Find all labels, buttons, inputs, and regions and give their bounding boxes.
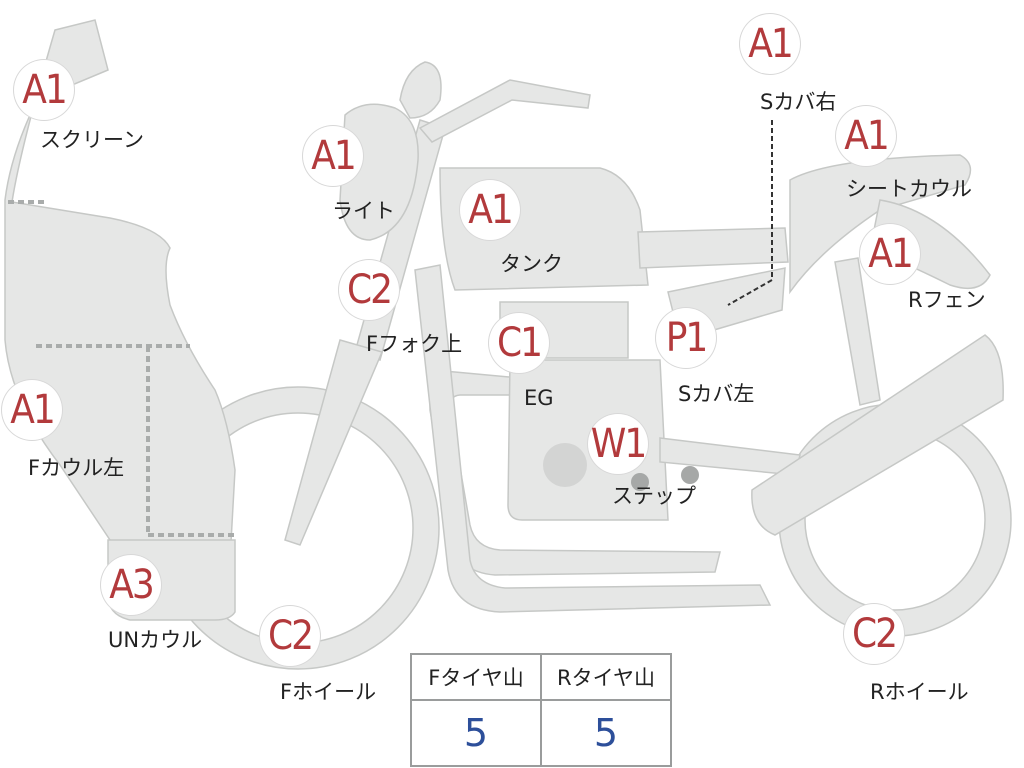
grade-badge: P1	[656, 308, 716, 368]
part-label: Fホイール	[280, 680, 377, 704]
grade-badge: A1	[303, 126, 363, 186]
rear-tire-header: Rタイヤ山	[540, 653, 672, 701]
handlebar	[418, 79, 591, 143]
fork-lower-shape	[284, 339, 384, 546]
down-tube	[414, 264, 772, 613]
swing-arm-upper	[659, 437, 801, 476]
grade-badge: C2	[844, 604, 904, 664]
mirror	[399, 61, 442, 119]
seat	[637, 227, 789, 269]
engine-cover	[543, 443, 587, 487]
seat-cowl-shape	[789, 154, 972, 295]
grade-badge: C2	[260, 606, 320, 666]
part-label: Rフェン	[908, 288, 986, 312]
grade-badge: A1	[460, 180, 520, 240]
part-label: Sカバ左	[678, 382, 755, 406]
part-label: ライト	[332, 199, 395, 223]
front-tire-value: 5	[410, 699, 542, 767]
grade-badge: C1	[489, 313, 549, 373]
part-label: Fカウル左	[28, 456, 125, 480]
muffler	[751, 334, 1004, 536]
part-label: Rホイール	[870, 680, 969, 704]
front-cowl-shape	[4, 19, 236, 561]
part-label: スクリーン	[40, 128, 144, 152]
grade-badge: A1	[14, 60, 74, 120]
grade-badge: W1	[588, 414, 648, 474]
part-label: Fフォク上	[366, 332, 463, 356]
rear-tire-value: 5	[540, 699, 672, 767]
grade-badge: C2	[339, 260, 399, 320]
part-label: Sカバ右	[760, 90, 837, 114]
part-label: シートカウル	[846, 177, 972, 201]
headlight-shape	[339, 103, 419, 241]
grade-badge: A1	[836, 106, 896, 166]
s-cover-right-leader	[727, 120, 773, 306]
part-label: UNカウル	[108, 628, 203, 652]
tire-tread-table: Fタイヤ山 Rタイヤ山 5 5	[410, 653, 672, 767]
part-label: ステップ	[612, 484, 696, 508]
part-label: タンク	[500, 252, 563, 276]
rear-shock	[834, 257, 881, 406]
grade-badge: A3	[101, 555, 161, 615]
grade-badge: A1	[740, 14, 800, 74]
part-label: EG	[524, 386, 554, 410]
front-tire-header: Fタイヤ山	[410, 653, 542, 701]
grade-badge: A1	[2, 380, 62, 440]
grade-badge: A1	[860, 224, 920, 284]
